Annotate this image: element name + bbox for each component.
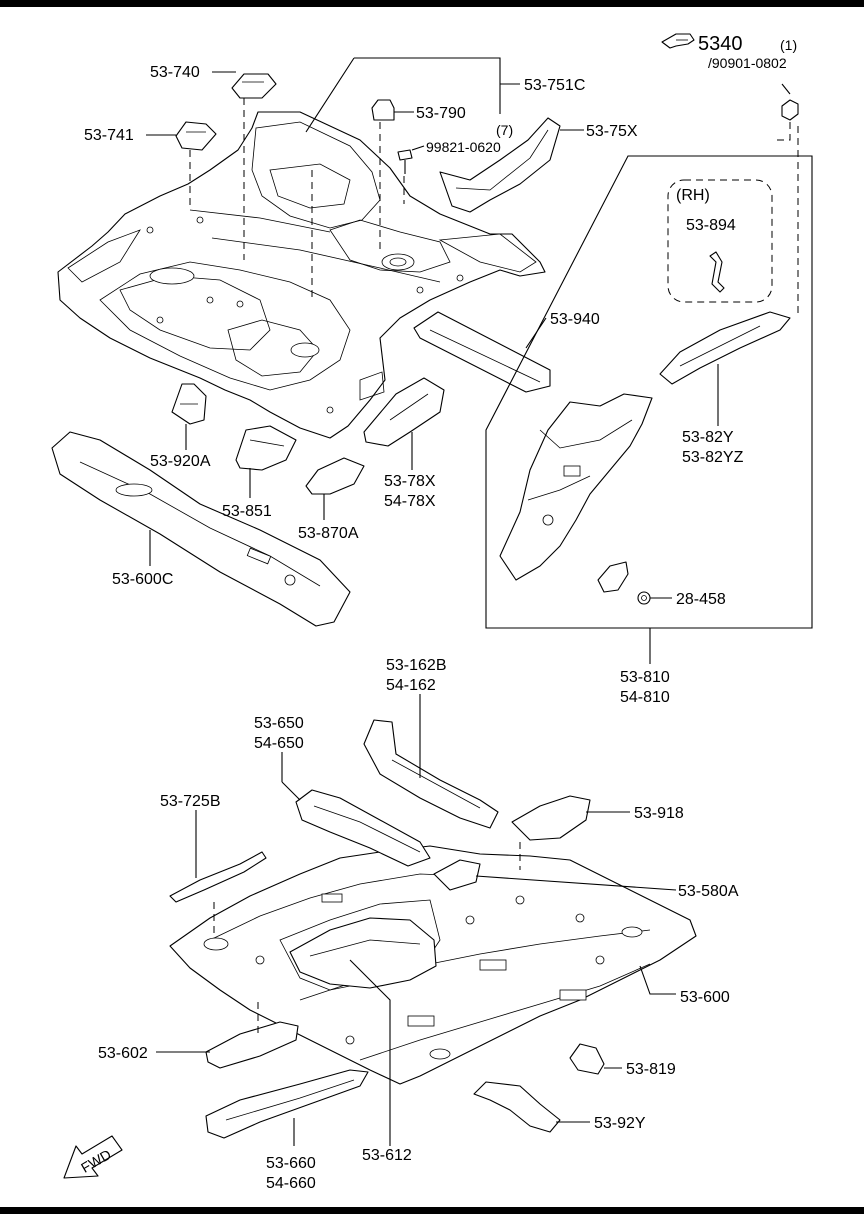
label-53-650: 53-650 — [254, 715, 304, 732]
label-53-660: 53-660 — [266, 1155, 316, 1172]
hand-pointer-icon — [661, 33, 695, 49]
label-53-894: 53-894 — [686, 217, 736, 234]
part-53-741[interactable] — [175, 121, 217, 151]
fwd-arrow-icon: FWD — [63, 1135, 123, 1179]
part-53-580a[interactable] — [433, 859, 481, 891]
label-54-78x: 54-78X — [384, 493, 436, 510]
label-53-725b: 53-725B — [160, 793, 221, 810]
leader-lines — [146, 57, 719, 1146]
part-53-650[interactable] — [295, 789, 431, 867]
part-labels: 53-740 53-741 53-751C 53-790 (7) 99821-0… — [84, 64, 744, 1192]
part-53-660[interactable] — [205, 1069, 369, 1139]
label-54-650: 54-650 — [254, 735, 304, 752]
label-53-790: 53-790 — [416, 105, 466, 122]
label-53-940: 53-940 — [550, 311, 600, 328]
part-53-810[interactable] — [499, 393, 653, 581]
part-53-940[interactable] — [413, 311, 551, 393]
part-53-602[interactable] — [205, 1021, 299, 1069]
label-54-660: 54-660 — [266, 1175, 316, 1192]
top-border — [0, 0, 864, 7]
reference-part: /90901-0802 — [708, 55, 787, 71]
rh-label: (RH) — [676, 187, 710, 204]
label-53-612: 53-612 — [362, 1147, 412, 1164]
label-53-920a: 53-920A — [150, 453, 211, 470]
dashed-alignment-lines — [189, 98, 799, 1036]
rear-floor-pan[interactable] — [57, 111, 546, 439]
part-53-851[interactable] — [235, 425, 297, 471]
label-53-82y: 53-82Y — [682, 429, 734, 446]
label-53-751c: 53-751C — [524, 77, 585, 94]
part-53-918[interactable] — [511, 795, 591, 841]
label-53-740: 53-740 — [150, 64, 200, 81]
label-53-870a: 53-870A — [298, 525, 359, 542]
part-53-894[interactable] — [709, 251, 725, 293]
part-53-920a[interactable] — [171, 383, 207, 425]
label-53-78x: 53-78X — [384, 473, 436, 490]
rh-dashed-callout — [667, 179, 773, 303]
part-53-790[interactable] — [371, 99, 395, 121]
part-53-78x[interactable] — [363, 377, 445, 447]
label-53-580a: 53-580A — [678, 883, 739, 900]
label-53-602: 53-602 — [98, 1045, 148, 1062]
part-53-725b[interactable] — [169, 851, 267, 903]
label-53-741: 53-741 — [84, 127, 134, 144]
reference-qty: (1) — [780, 37, 797, 53]
label-qty-7: (7) — [496, 122, 513, 138]
label-53-810: 53-810 — [620, 669, 670, 686]
label-54-810: 54-810 — [620, 689, 670, 706]
bottom-border — [0, 1207, 864, 1214]
part-53-92y[interactable] — [473, 1081, 561, 1133]
reference-code: 5340 — [698, 33, 743, 55]
part-53-870a[interactable] — [305, 457, 365, 495]
part-53-75x[interactable] — [439, 117, 561, 213]
part-53-819[interactable] — [569, 1043, 605, 1075]
bolt-99821-0620[interactable] — [397, 149, 413, 174]
label-28-458: 28-458 — [676, 591, 726, 608]
label-53-819: 53-819 — [626, 1061, 676, 1078]
bracket-rh[interactable] — [597, 561, 629, 593]
label-53-851: 53-851 — [222, 503, 272, 520]
part-53-82y[interactable] — [659, 311, 791, 385]
label-99821-0620: 99821-0620 — [426, 139, 501, 155]
rh-detail-box — [485, 155, 813, 629]
label-53-82yz: 53-82YZ — [682, 449, 744, 466]
part-53-162b[interactable] — [363, 719, 499, 829]
nut-28-458[interactable] — [637, 591, 651, 605]
label-53-600: 53-600 — [680, 989, 730, 1006]
label-53-600c: 53-600C — [112, 571, 173, 588]
label-53-75x: 53-75X — [586, 123, 638, 140]
reference-block: 5340 (1) /90901-0802 — [661, 33, 797, 71]
bolt-90901-0802[interactable] — [781, 83, 799, 121]
label-53-92y: 53-92Y — [594, 1115, 646, 1132]
label-53-918: 53-918 — [634, 805, 684, 822]
label-53-162b: 53-162B — [386, 657, 447, 674]
part-53-740[interactable] — [231, 73, 277, 99]
label-54-162: 54-162 — [386, 677, 436, 694]
part-53-612[interactable] — [289, 917, 437, 989]
part-53-600c[interactable] — [51, 431, 351, 627]
